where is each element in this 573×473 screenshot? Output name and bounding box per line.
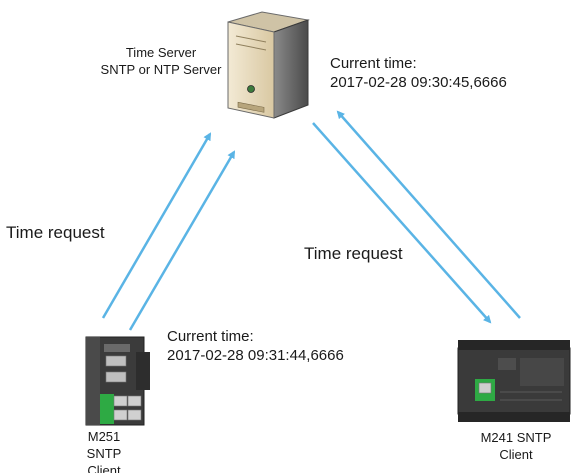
server-time: Current time: 2017-02-28 09:30:45,6666 xyxy=(330,54,507,92)
m241-label: M241 SNTP Client xyxy=(466,429,566,463)
arrow-m251-to-server-1 xyxy=(101,132,212,319)
m251-label: M251 SNTP Client xyxy=(78,428,130,473)
m251-time: Current time: 2017-02-28 09:31:44,6666 xyxy=(167,327,344,365)
arrow-m241-to-server xyxy=(336,110,521,319)
server-label-line1: Time Server xyxy=(125,45,197,60)
m251-label-line3: Client xyxy=(87,463,121,473)
m251-time-label: Current time: xyxy=(167,328,254,345)
m241-label-line1: M241 SNTP xyxy=(480,430,552,445)
time-request-right: Time request xyxy=(304,244,403,263)
m241-controller-icon xyxy=(457,340,571,422)
server-time-label: Current time: xyxy=(330,55,417,72)
arrow-m251-to-server-2 xyxy=(128,150,236,331)
server-time-value: 2017-02-28 09:30:45,6666 xyxy=(330,74,507,91)
arrow-server-to-m241 xyxy=(312,122,492,324)
m251-label-line2: SNTP xyxy=(86,446,122,461)
m251-time-value: 2017-02-28 09:31:44,6666 xyxy=(167,347,344,364)
m251-controller-icon xyxy=(85,336,150,426)
m241-label-line2: Client xyxy=(499,447,533,462)
server-label-line2: SNTP or NTP Server xyxy=(100,62,222,77)
server-tower-icon xyxy=(227,11,310,119)
time-request-left: Time request xyxy=(6,223,105,242)
m251-label-line1: M251 xyxy=(87,429,121,444)
server-label: Time Server SNTP or NTP Server xyxy=(96,44,226,78)
